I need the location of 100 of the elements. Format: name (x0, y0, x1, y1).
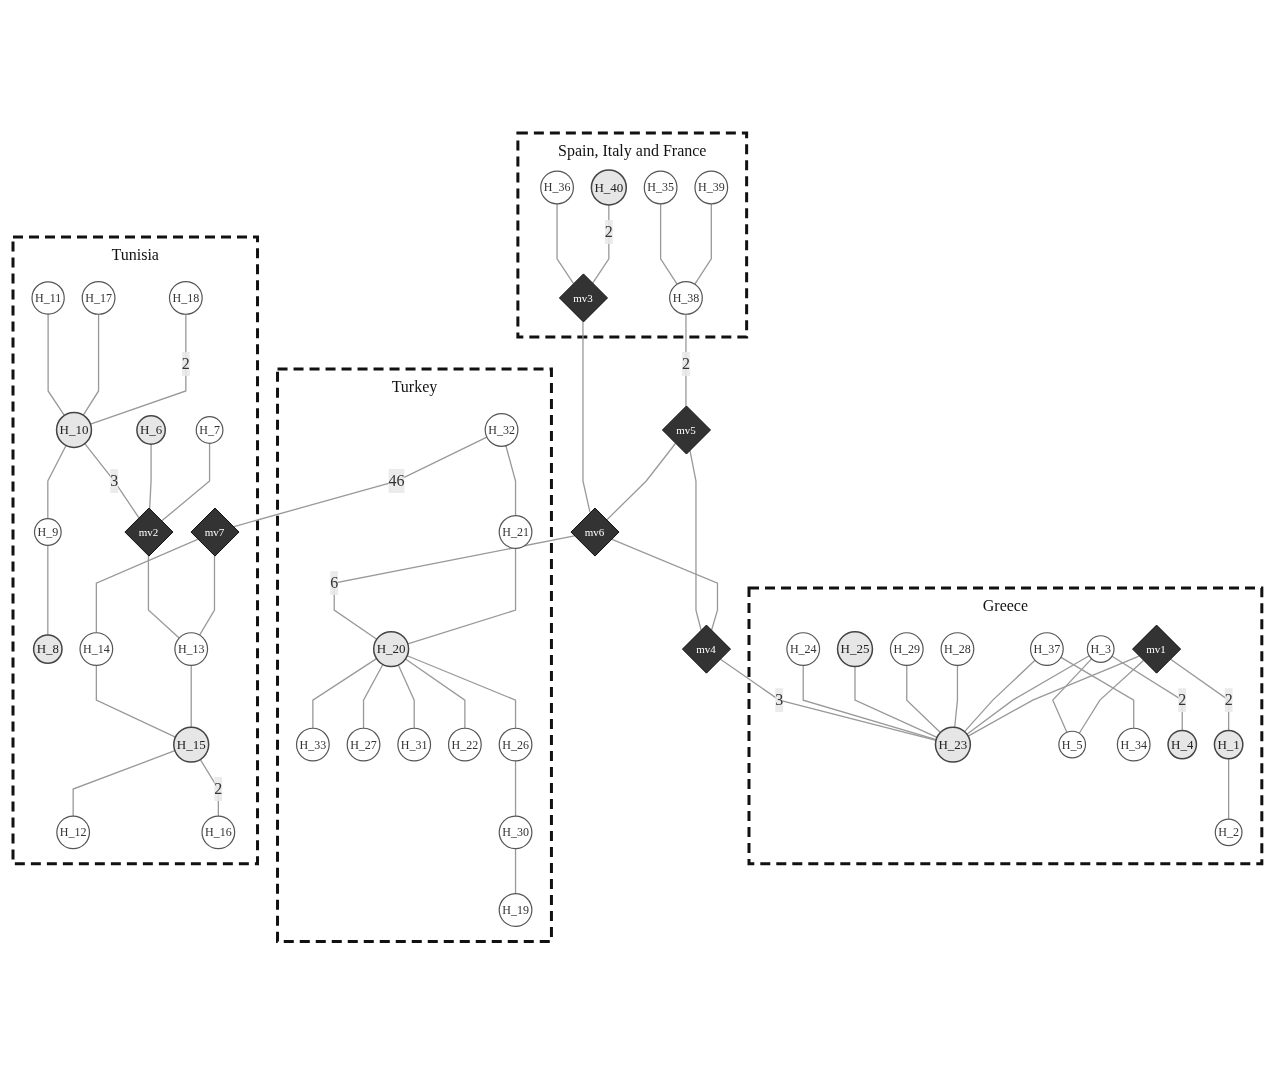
connector (515, 847, 517, 895)
connector (719, 658, 937, 741)
node-circle: H_14 (79, 632, 114, 666)
connector (312, 657, 378, 729)
node-circle: H_32 (484, 412, 519, 447)
node-circle: H_38 (669, 280, 703, 315)
connector (397, 664, 415, 729)
connector (906, 664, 942, 733)
node-circle: H_34 (1116, 727, 1151, 762)
connector (47, 313, 66, 416)
connector (1078, 659, 1145, 734)
connector (610, 538, 719, 631)
node-circle: H_9 (33, 517, 62, 546)
connector (199, 555, 216, 636)
node-circle: H_8 (32, 634, 63, 664)
connector (967, 655, 1140, 737)
connector (854, 665, 938, 738)
node-circle: H_10 (55, 411, 93, 448)
node-circle: H_25 (836, 630, 874, 668)
edge-label: 2 (604, 222, 613, 240)
node-circle: H_39 (694, 170, 729, 205)
node-circle: H_16 (201, 815, 236, 850)
connector (1052, 658, 1093, 733)
connector (660, 202, 678, 285)
connector (694, 202, 713, 285)
node-circle: H_27 (346, 727, 381, 762)
node-circle: H_19 (498, 892, 533, 927)
node-circle: H_13 (174, 632, 209, 666)
node-circle: H_18 (168, 280, 203, 315)
connector (1060, 656, 1135, 729)
node-circle: H_30 (498, 815, 533, 850)
connector (362, 663, 384, 729)
connector (149, 443, 152, 510)
node-diamond: mv3 (559, 273, 609, 323)
node-circle: H_5 (1058, 730, 1087, 759)
node-circle: H_11 (31, 281, 65, 315)
edge-label: 2 (1178, 690, 1187, 708)
connector (964, 659, 1036, 733)
node-circle: H_24 (786, 632, 821, 666)
connector (966, 654, 1090, 735)
node-circle: H_15 (173, 726, 210, 763)
connector (556, 202, 575, 284)
edge-label: 2 (181, 354, 190, 372)
connector (685, 313, 687, 407)
connector (95, 538, 199, 634)
connector (84, 442, 140, 519)
connector (160, 442, 211, 522)
edge-label: 46 (388, 471, 405, 489)
node-circle: H_1 (1213, 729, 1244, 760)
connector (47, 544, 49, 636)
connector (1228, 757, 1230, 820)
node-circle: H_28 (940, 632, 975, 666)
connector (407, 547, 517, 645)
node-circle: H_40 (590, 169, 628, 206)
node-circle: H_22 (448, 727, 482, 762)
node-circle: H_29 (889, 632, 924, 666)
node-circle: H_31 (397, 727, 432, 762)
node-diamond: mv6 (570, 507, 620, 557)
connector (954, 664, 959, 728)
node-circle: H_21 (498, 514, 533, 549)
connector (582, 321, 591, 513)
node-diamond: mv5 (662, 405, 712, 455)
edge-label: 2 (1224, 690, 1233, 708)
connector (404, 658, 466, 729)
node-circle: H_4 (1167, 729, 1198, 760)
connector (1111, 655, 1183, 731)
node-circle: H_23 (934, 726, 972, 763)
connector (89, 313, 187, 425)
connector (95, 664, 177, 738)
node-circle: H_17 (81, 280, 116, 315)
node-circle: H_12 (56, 815, 91, 850)
node-diamond: mv1 (1132, 624, 1182, 674)
node-diamond: mv2 (124, 507, 174, 557)
node-circle: H_3 (1086, 635, 1115, 663)
node-circle: H_26 (498, 727, 533, 762)
connector (72, 749, 176, 817)
connector (47, 444, 67, 520)
edge-label: 2 (214, 779, 223, 797)
connector (232, 436, 488, 528)
node-circle: H_2 (1214, 818, 1243, 847)
edge-label: 6 (330, 573, 339, 591)
connector (406, 654, 517, 729)
connector (505, 444, 517, 517)
edge-label: 3 (110, 471, 119, 489)
node-circle: H_33 (296, 727, 330, 762)
connector (333, 535, 576, 640)
connector (82, 313, 100, 416)
connector (591, 204, 610, 284)
node-circle: H_20 (373, 630, 410, 668)
connector (147, 555, 180, 639)
edge-label: 2 (682, 354, 691, 372)
node-diamond: mv4 (682, 624, 732, 674)
node-circle: H_6 (136, 414, 167, 445)
connector (190, 664, 192, 728)
connector (689, 449, 702, 631)
edge-label: 3 (775, 690, 784, 708)
connector (515, 760, 517, 817)
node-diamond: mv7 (190, 507, 240, 557)
connector (802, 664, 937, 741)
node-circle: H_35 (643, 170, 678, 205)
